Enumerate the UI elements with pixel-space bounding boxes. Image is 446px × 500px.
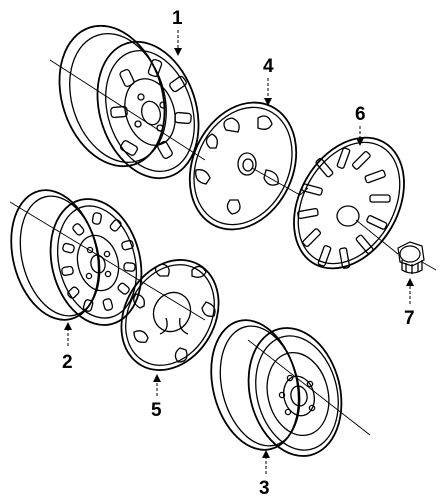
callout-2-number: 2 (62, 352, 73, 373)
callout-5-number: 5 (151, 400, 162, 421)
callout-5: 5 (151, 374, 162, 421)
callout-3-number: 3 (259, 478, 270, 499)
wheel-cover-6 (293, 136, 405, 270)
wheel-cover-4 (188, 101, 309, 231)
callout-1: 1 (172, 8, 183, 56)
callout-6: 6 (355, 104, 366, 146)
callout-7: 7 (404, 278, 415, 329)
callout-1-number: 1 (172, 8, 183, 29)
wheel-2 (9, 189, 206, 326)
callout-4-number: 4 (263, 56, 274, 77)
callout-2: 2 (62, 322, 73, 373)
callout-7-number: 7 (404, 308, 415, 329)
lug-nut-7 (397, 241, 437, 274)
hubcap-5 (120, 259, 220, 371)
callout-3: 3 (259, 450, 270, 499)
callout-4: 4 (263, 56, 274, 106)
callout-6-number: 6 (355, 104, 366, 125)
wheel-3 (210, 319, 371, 457)
wheel-1 (49, 24, 206, 180)
